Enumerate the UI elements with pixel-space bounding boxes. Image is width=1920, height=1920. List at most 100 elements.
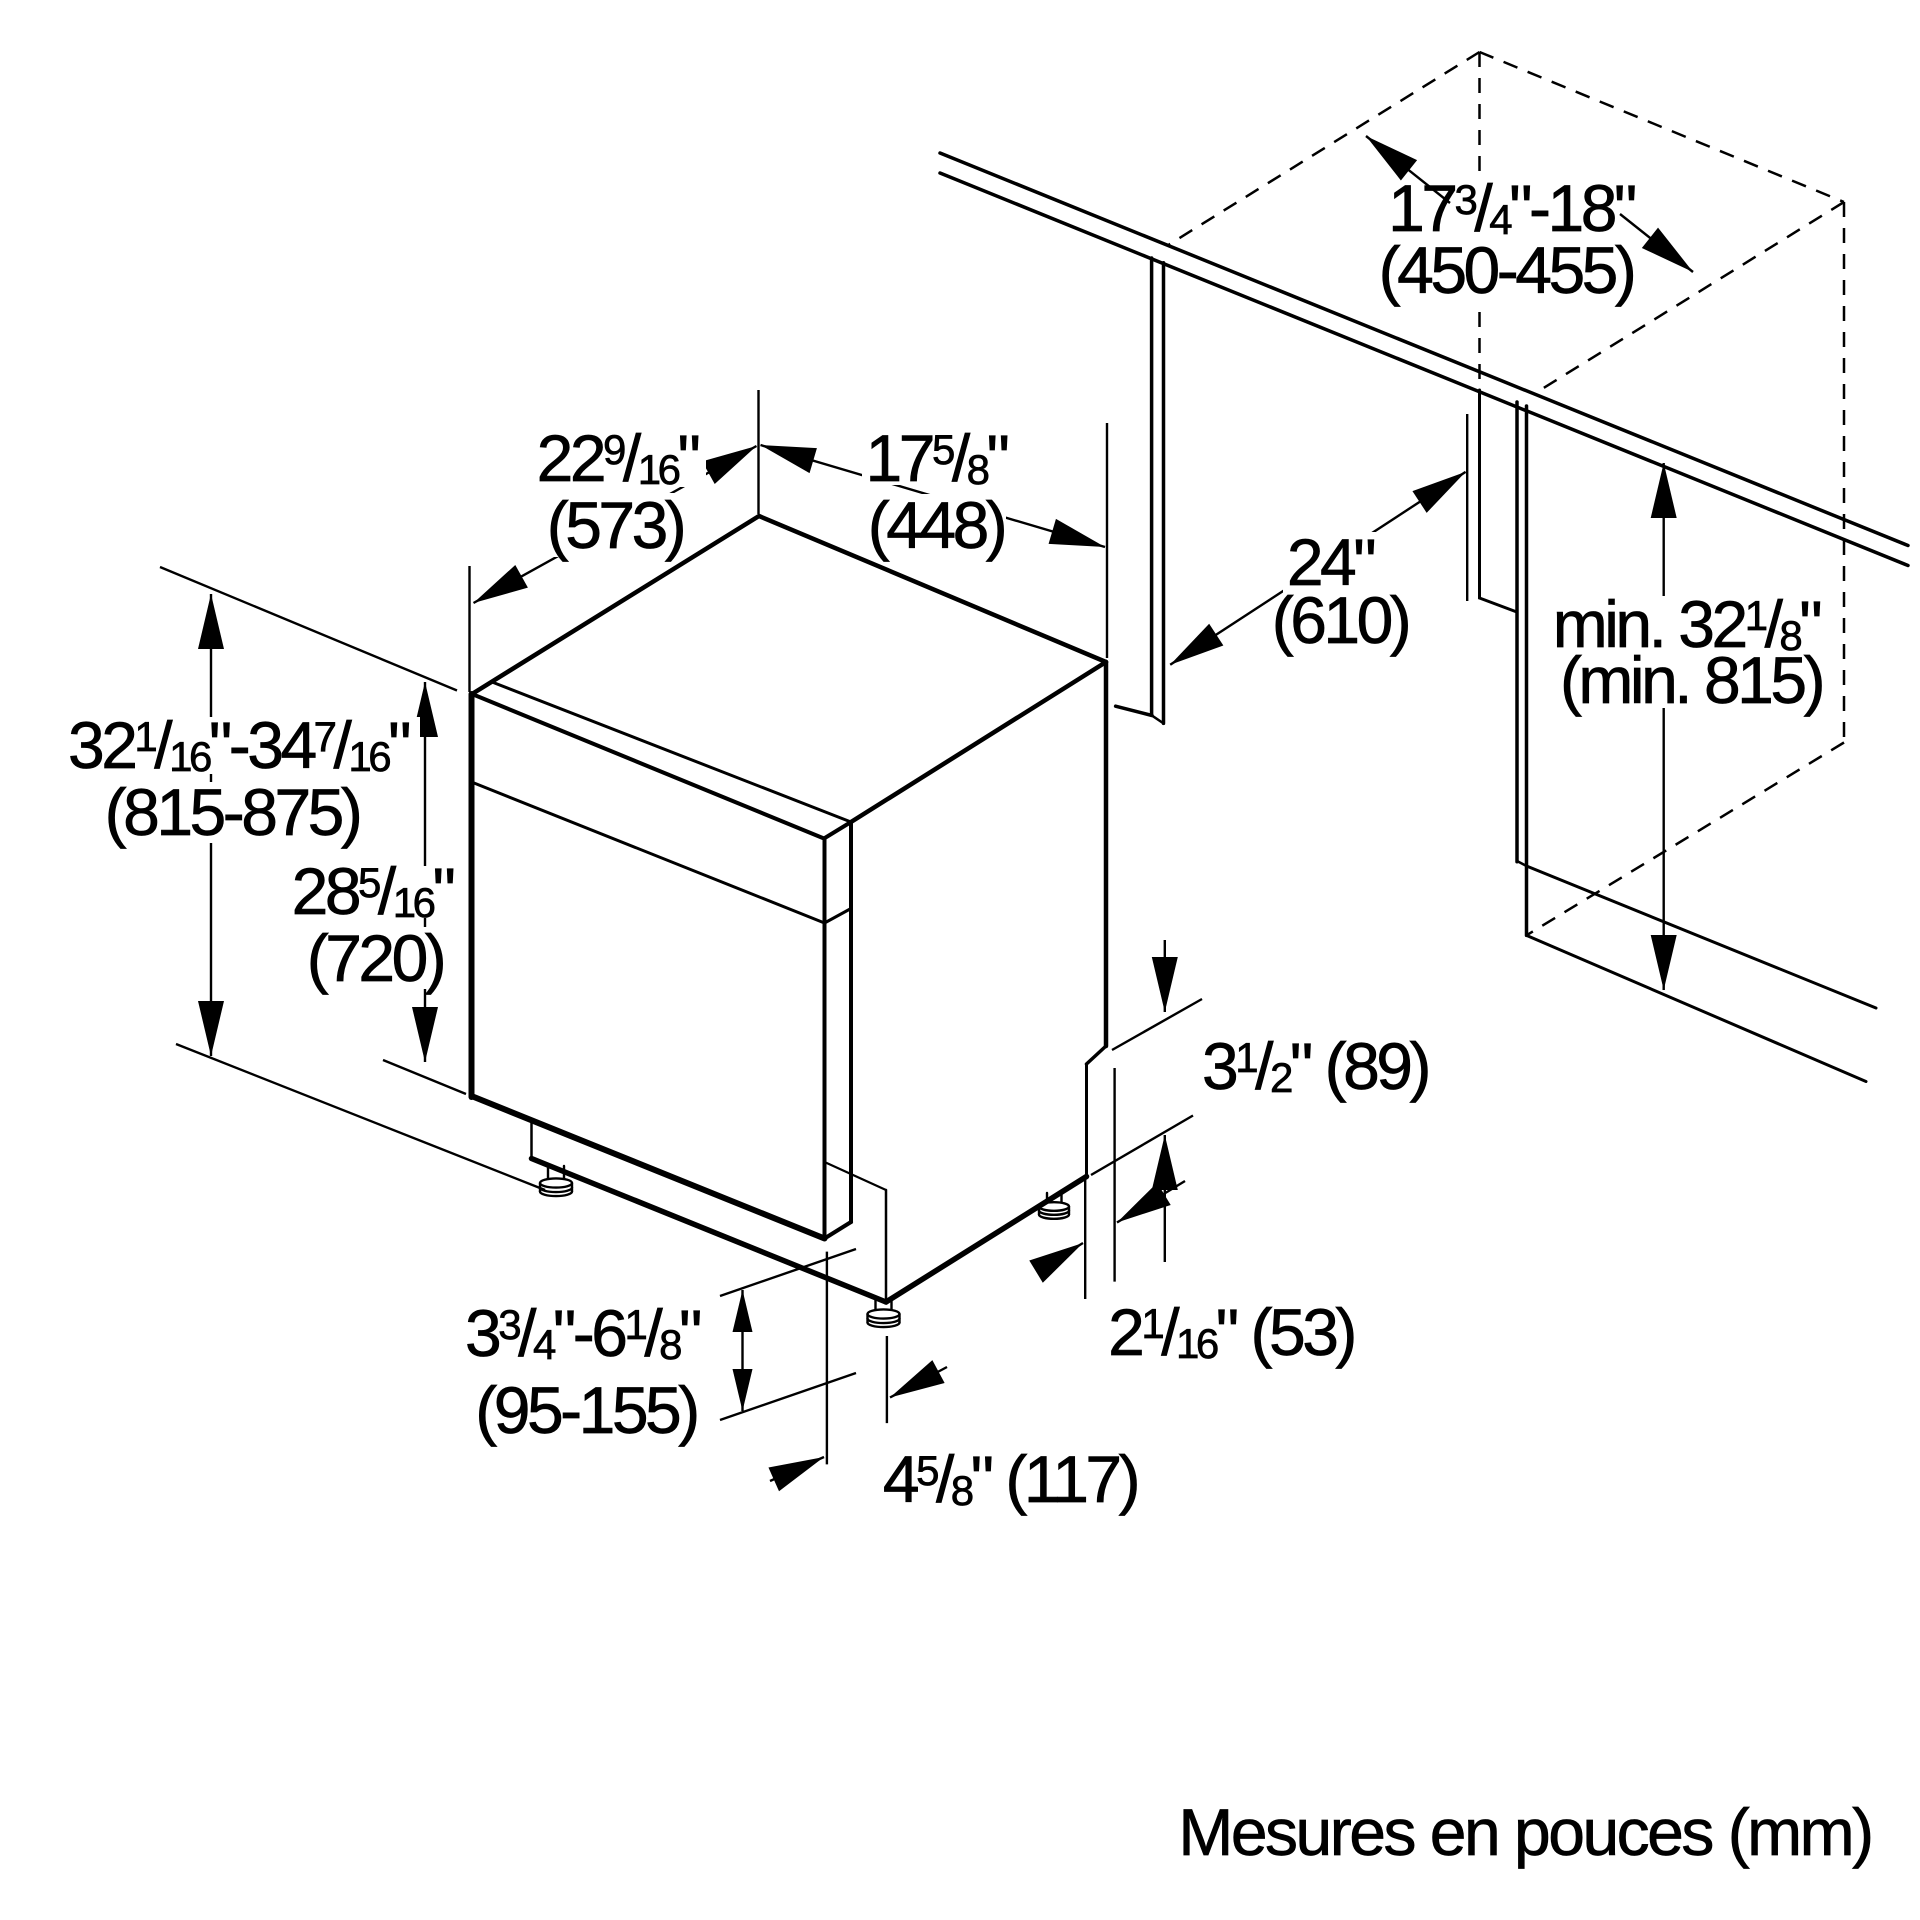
label-part: Mesures en pouces (mm) — [1178, 1795, 1874, 1869]
dim-leg-range — [719, 1247, 857, 1422]
label-part: 2 — [1269, 1054, 1294, 1101]
dim-arrow — [1116, 1179, 1186, 1224]
base-top-right-edge — [823, 1160, 888, 1192]
label-part: 3 — [498, 1301, 522, 1348]
label-part: 17 — [865, 421, 936, 495]
control-panel-bottom-edge — [470, 780, 826, 925]
mask-overall-height-mm-label — [103, 782, 361, 843]
base-bottom-front-edge — [528, 1155, 889, 1305]
label-part: 24" — [1286, 525, 1377, 599]
label-cab-depth-mm: (610) — [1271, 587, 1412, 654]
right-cabinet-panel-bottom-cap — [1515, 859, 1528, 868]
label-part: " — [986, 421, 1010, 495]
label-part: 8 — [966, 446, 990, 493]
label-part: 16 — [348, 733, 392, 780]
label-leg-range-mm: (95-155) — [475, 1377, 701, 1444]
label-part: (720) — [306, 921, 447, 995]
label-part: 8 — [950, 1467, 974, 1514]
label-part: (min. 815) — [1559, 643, 1826, 717]
door-bottom-right-wrap — [822, 1220, 853, 1241]
label-part: "-34 — [208, 708, 317, 782]
label-overall-height-mm: (815-875) — [104, 779, 363, 846]
label-part: " (53) — [1215, 1295, 1357, 1369]
label-part: " — [388, 708, 412, 782]
base-bottom-right-edge — [883, 1173, 1090, 1305]
mask-door-height-in-label — [284, 866, 460, 918]
mask-depth-mm-label — [542, 493, 688, 557]
label-part: 28 — [291, 854, 362, 928]
label-part: (448) — [867, 488, 1008, 562]
foot-rim-arc — [1037, 1213, 1071, 1220]
label-part: 1 — [134, 713, 158, 760]
label-part: " — [1799, 587, 1823, 661]
ext-line — [175, 1042, 546, 1192]
label-part: 16 — [1176, 1320, 1220, 1367]
label-part: / — [1255, 1029, 1274, 1103]
label-niche-height-mm: (min. 815) — [1560, 647, 1826, 714]
label-niche-width-in: 173/4"-18" — [1388, 175, 1638, 242]
label-part: 3 — [465, 1296, 502, 1370]
label-part: / — [1474, 171, 1493, 245]
caption: Mesures en pouces (mm) — [1178, 1795, 1874, 1869]
label-part: 1 — [624, 1301, 648, 1348]
ext-line — [382, 1058, 467, 1096]
foot-rim-arc — [866, 1321, 901, 1329]
niche-top-back-edge-dashed — [1479, 50, 1845, 204]
label-part: (95-155) — [475, 1373, 701, 1447]
label-part: 32 — [67, 708, 139, 782]
label-niche-width-mm: (450-455) — [1378, 237, 1637, 304]
label-part: 5 — [916, 1447, 940, 1494]
label-part: (450-455) — [1378, 233, 1637, 307]
label-part: 16 — [392, 879, 436, 926]
label-part: / — [644, 1296, 663, 1370]
floor-line-at-right-cabinet — [1525, 933, 1868, 1083]
text-masks — [58, 180, 1835, 989]
label-part: 9 — [603, 426, 627, 473]
label-part: min. 32 — [1552, 587, 1748, 661]
label-part: 3 — [1454, 176, 1478, 223]
mask-door-height-mm-label — [304, 927, 448, 989]
label-part: / — [1764, 587, 1783, 661]
label-part: 4 — [882, 1442, 920, 1516]
label-part: (610) — [1271, 583, 1412, 657]
foot-disc-ellipse — [866, 1308, 901, 1320]
dim-niche-width — [1365, 135, 1694, 273]
label-part: / — [377, 854, 397, 928]
mask-cab-depth-label — [1283, 532, 1379, 594]
label-cab-depth-in: 24" — [1286, 529, 1377, 596]
ext-line — [719, 1371, 857, 1422]
label-part: 3 — [1202, 1029, 1239, 1103]
label-part: 5 — [358, 859, 382, 906]
label-depth-in: 229/16" — [536, 425, 701, 492]
label-part: / — [333, 708, 352, 782]
top-face-back-edges — [469, 513, 1109, 697]
ext-line — [1090, 1114, 1194, 1177]
foot-rim-arc — [866, 1317, 901, 1325]
label-part: " — [677, 421, 701, 495]
label-part: 5 — [931, 426, 956, 473]
label-leg-range-in: 33/4"-61/8" — [465, 1300, 703, 1367]
mask-depth-in-label — [528, 429, 706, 487]
label-overall-height-in: 321/16"-347/16" — [68, 712, 412, 780]
label-part: " (117) — [970, 1442, 1141, 1516]
label-door-height-mm: (720) — [306, 925, 447, 992]
mask-niche-width-label — [1378, 180, 1636, 304]
ext-line — [1111, 997, 1203, 1052]
label-part: "-6 — [552, 1296, 628, 1370]
dim-arrow — [889, 1360, 948, 1399]
dim-arrow — [1619, 213, 1694, 273]
dishwasher — [468, 513, 1109, 1329]
dim-base-recess — [1029, 1068, 1186, 1299]
dim-arrow — [1029, 1241, 1084, 1283]
countertop-front-edge-top — [938, 151, 1910, 548]
label-part: / — [1161, 1295, 1180, 1369]
label-width-mm: (448) — [867, 492, 1008, 559]
door-top-front-edge — [470, 692, 826, 841]
left-foot — [538, 1164, 574, 1198]
label-part: 1 — [1235, 1034, 1259, 1081]
label-depth-mm: (573) — [546, 492, 687, 559]
label-part: / — [935, 1442, 955, 1516]
label-width-in: 175/8" — [865, 425, 1010, 493]
